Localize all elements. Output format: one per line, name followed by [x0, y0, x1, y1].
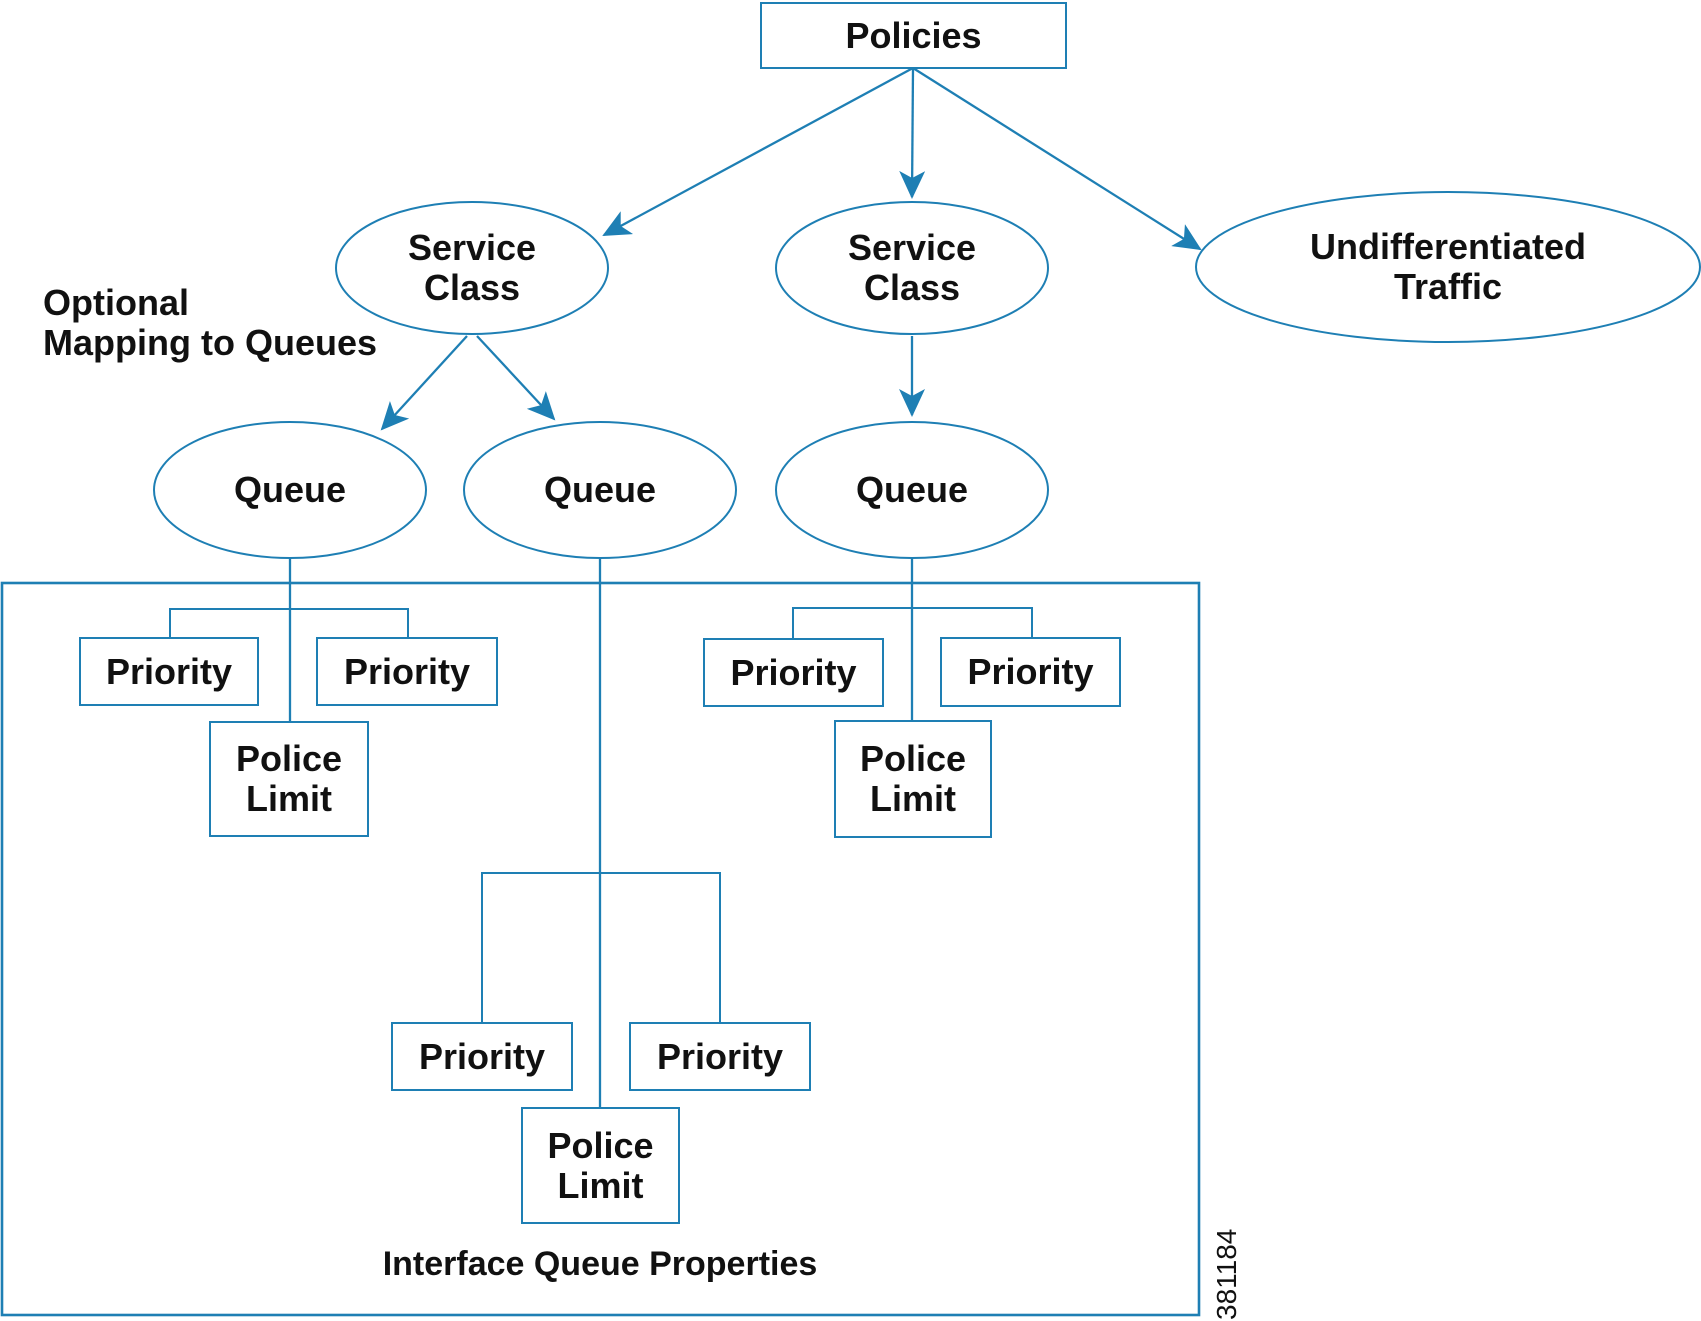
optional-mapping-annotation: Optional Mapping to Queues [43, 283, 377, 363]
queue-2-ellipse [463, 421, 737, 559]
connector-policies-to-service-class-left [602, 66, 914, 237]
connector-service-class-left-to-queue-1 [380, 335, 468, 431]
bracket-queue-3-priorities [792, 607, 1033, 638]
connector-policies-to-undifferentiated-traffic [912, 67, 1202, 251]
priority-box [391, 1022, 573, 1091]
bracket-queue-2-priorities [481, 872, 721, 1023]
priority-box [703, 638, 884, 707]
optional-mapping-line1: Optional [43, 282, 189, 323]
bracket-queue-1-priorities [169, 608, 409, 638]
priority-box [629, 1022, 811, 1091]
priority-box [316, 637, 498, 706]
policies-box [760, 2, 1067, 69]
police-limit-box [834, 720, 992, 838]
service-class-middle-ellipse [775, 201, 1049, 335]
undifferentiated-traffic-ellipse [1195, 191, 1701, 343]
priority-box [940, 637, 1121, 707]
service-class-left-ellipse [335, 201, 609, 335]
optional-mapping-line2: Mapping to Queues [43, 322, 378, 363]
connector-service-class-left-to-queue-2 [476, 335, 556, 421]
police-limit-box [521, 1107, 680, 1224]
interface-queue-properties-label: Interface Queue Properties [382, 1245, 818, 1283]
priority-box [79, 637, 259, 706]
queue-3-ellipse [775, 421, 1049, 559]
connector-policies-to-service-class-middle [899, 67, 926, 199]
police-limit-box [209, 721, 369, 837]
queue-1-ellipse [153, 421, 427, 559]
figure-number: 381184 [1211, 1228, 1242, 1320]
